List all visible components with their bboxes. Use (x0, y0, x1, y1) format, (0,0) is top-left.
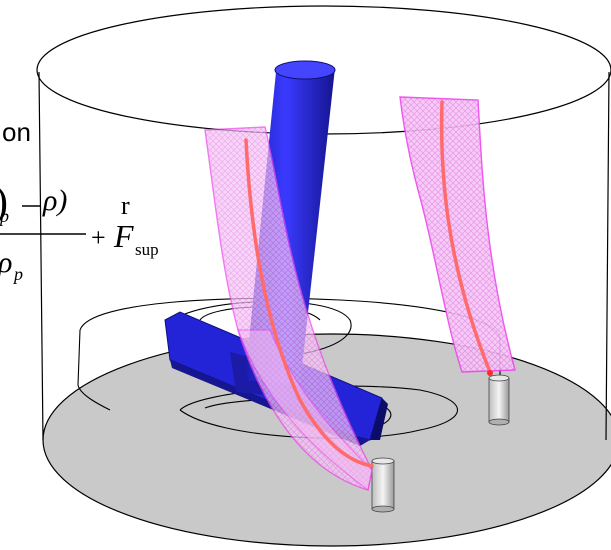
equation-numerator-sub: p (0, 206, 9, 226)
equation-force-sub: sup (135, 240, 159, 259)
equation-force: F (113, 218, 134, 254)
tank-wall-left (38, 71, 44, 441)
equation-denominator-rho: ρ (0, 246, 12, 279)
streak-ribbon-center (204, 126, 373, 491)
equation-numerator-paren: ) (0, 179, 8, 225)
streak-ribbon-right (399, 96, 516, 373)
inner-vessel-outline-left (77, 329, 111, 411)
trajectory-center (244, 138, 374, 468)
tank-wall-right (605, 71, 610, 441)
equation: ) p ρ) ρ p + r F sup (0, 179, 159, 284)
equation-denominator-sub: p (12, 264, 23, 284)
trajectory-right (439, 100, 492, 374)
probe-cylinder-center (371, 457, 395, 513)
equation-vector-mark: r (121, 191, 130, 220)
equation-plus: + (91, 223, 106, 252)
probe-cylinder-right (488, 374, 510, 426)
trajectory-end-dot (487, 370, 493, 376)
equation-left-word: on (2, 117, 31, 147)
equation-numerator-rho: ρ) (42, 184, 67, 217)
